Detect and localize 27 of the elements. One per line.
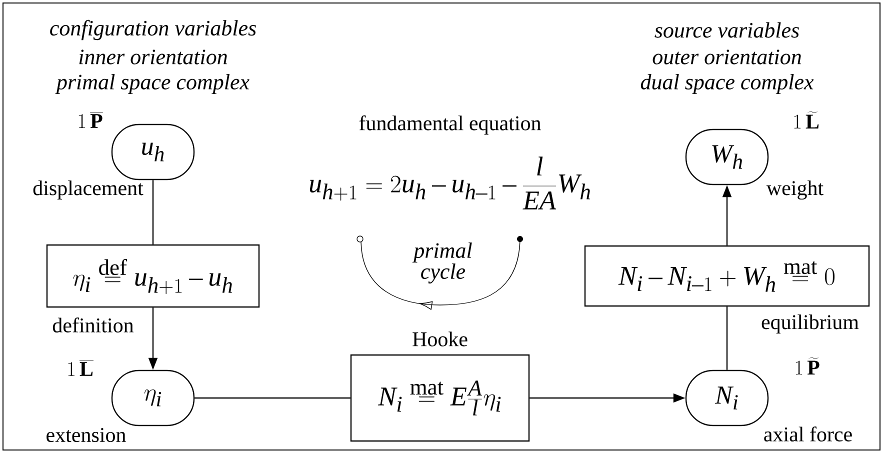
relation-label: definition [52, 318, 134, 332]
variable-node: $N_i$ [685, 370, 769, 426]
equation-box: $\eta_i \stackrel{\mathrm{def}}{=} u_{h+1} - u_h$ [46, 244, 260, 308]
variable-node: $W_h$ [685, 128, 769, 186]
heading-line: inner orientation [79, 50, 227, 64]
quantity-label: axial force [764, 426, 852, 442]
quantity-label: extension [46, 428, 126, 442]
heading-line: dual space complex [640, 74, 814, 94]
quantity-label: displacement [33, 180, 144, 200]
quantity-label: weight [766, 180, 824, 200]
variable-node: $\eta_i$ [111, 370, 195, 426]
heading-line: primal space complex [55, 74, 250, 94]
equation-box: $N_i - N_{i-1} + W_h \stackrel{\mathrm{mat}}{=} 0$ [584, 245, 870, 307]
space-label: $1\,\widetilde{\mathbf{L}}$ [794, 112, 819, 128]
heading-line: outer orientation [652, 50, 801, 64]
space-label: $1\,\overline{\mathbf{L}}$ [68, 360, 94, 376]
heading-line: source variables [654, 22, 799, 38]
heading-line: configuration variables [50, 20, 256, 40]
space-label: $1\,\overline{\mathbf{P}}$ [78, 112, 103, 128]
equation-caption: fundamental equation [359, 115, 541, 135]
space-label: $1\,\widetilde{\mathbf{P}}$ [796, 358, 820, 374]
relation-label: equilibrium [762, 314, 859, 334]
equation: $u_{h+1} = 2u_h - u_{h-1} - \frac{l}{EA} W_h$ [310, 156, 590, 210]
equation-box: $N_i \stackrel{\mathrm{mat}}{=} E\frac{A}{l}\eta_i$ [350, 354, 530, 442]
variable-node: $u_h$ [111, 124, 195, 180]
cycle-label: primal cycle [412, 242, 472, 284]
relation-label: Hooke [412, 332, 468, 346]
